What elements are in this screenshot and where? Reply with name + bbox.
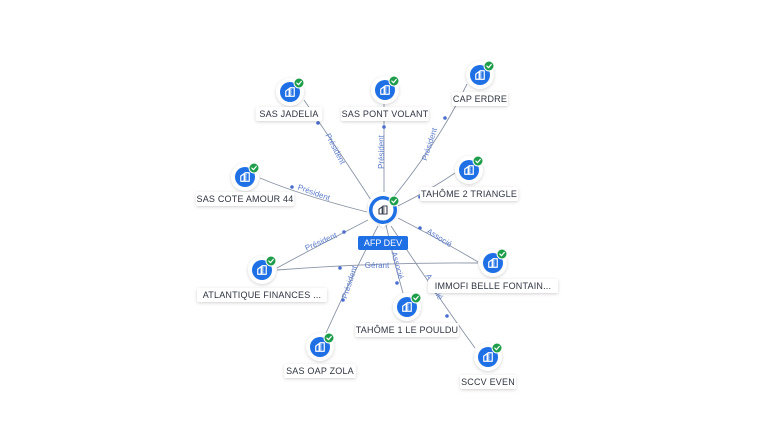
edge-label: Associé bbox=[425, 227, 454, 250]
edge-label: Gérant bbox=[365, 261, 390, 270]
edge-label: Président bbox=[340, 264, 359, 300]
edge-arrow-marker bbox=[290, 185, 294, 189]
node-label: SCCV EVEN bbox=[461, 377, 515, 387]
building-icon bbox=[488, 258, 498, 268]
node-label: SAS JADELIA bbox=[259, 109, 318, 119]
building-icon bbox=[240, 172, 250, 182]
edge-arrow-marker bbox=[443, 116, 447, 120]
node-label-box bbox=[460, 375, 516, 389]
edge-arrow-marker bbox=[445, 314, 449, 318]
verified-check-icon bbox=[388, 195, 400, 207]
verified-check-icon bbox=[472, 155, 484, 167]
edge-arrow-marker bbox=[338, 266, 342, 270]
node-label: SAS COTE AMOUR 44 bbox=[197, 194, 294, 204]
nodes-layer: SAS JADELIA SAS PONT VOLANT CAP ERDRE SAS C… bbox=[195, 60, 558, 390]
building-icon bbox=[402, 302, 412, 312]
building-icon bbox=[475, 70, 485, 80]
node-label-box bbox=[355, 323, 459, 337]
edge-immofi-belle-fontaine: Associé bbox=[397, 217, 479, 263]
node-label-box bbox=[197, 288, 327, 302]
node-label: SAS OAP ZOLA bbox=[286, 366, 354, 376]
edge-tahome-1-le-pouldu: Associé bbox=[385, 224, 406, 294]
center-label-box bbox=[358, 236, 408, 250]
edge-arrow-marker bbox=[341, 298, 345, 302]
node-atlantique-finances[interactable]: ATLANTIQUE FINANCES ... bbox=[197, 255, 327, 303]
node-label: ATLANTIQUE FINANCES ... bbox=[203, 290, 321, 300]
verified-check-icon bbox=[323, 332, 335, 344]
edge-atlantique-finances: Président bbox=[276, 219, 369, 269]
building-icon bbox=[464, 165, 474, 175]
verified-check-icon bbox=[496, 248, 508, 260]
node-label: TAHÔME 2 TRIANGLE bbox=[421, 189, 517, 199]
verified-check-icon bbox=[248, 162, 260, 174]
node-sas-jadelia[interactable]: SAS JADELIA bbox=[255, 77, 323, 122]
node-label: SAS PONT VOLANT bbox=[342, 109, 429, 119]
edge-label: Président bbox=[323, 132, 347, 167]
edge-label: Associé bbox=[389, 251, 405, 281]
verified-check-icon bbox=[491, 342, 503, 354]
edge-atlantique-finances-immofi: Gérant bbox=[276, 261, 479, 271]
node-label-box bbox=[341, 107, 429, 121]
edge-label: Président bbox=[420, 126, 439, 162]
node-sas-pont-volant[interactable]: SAS PONT VOLANT bbox=[341, 75, 429, 122]
node-label: CAP ERDRE bbox=[453, 94, 507, 104]
node-cap-erdre[interactable]: CAP ERDRE bbox=[452, 60, 508, 107]
edge-label: Président bbox=[377, 134, 386, 169]
node-sccv-even[interactable]: SCCV EVEN bbox=[460, 342, 516, 390]
building-icon bbox=[378, 205, 388, 215]
node-label-box bbox=[255, 107, 323, 121]
verified-check-icon bbox=[265, 255, 277, 267]
building-icon bbox=[380, 85, 390, 95]
node-immofi-belle-fontaine[interactable]: IMMOFI BELLE FONTAIN... bbox=[428, 248, 558, 294]
edge-line bbox=[276, 262, 479, 271]
verified-check-icon bbox=[410, 292, 422, 304]
edge-label: Président bbox=[304, 230, 339, 252]
node-tahome-1-le-pouldu[interactable]: TAHÔME 1 LE POULDU bbox=[355, 292, 459, 338]
building-icon bbox=[483, 352, 493, 362]
verified-check-icon bbox=[388, 75, 400, 87]
node-sas-oap-zola[interactable]: SAS OAP ZOLA bbox=[284, 332, 356, 379]
node-sas-cote-amour-44[interactable]: SAS COTE AMOUR 44 bbox=[195, 162, 295, 207]
edge-line bbox=[276, 219, 369, 269]
node-tahome-2-triangle[interactable]: TAHÔME 2 TRIANGLE bbox=[419, 155, 519, 202]
edge-arrow-marker bbox=[395, 281, 399, 285]
edge-arrow-marker bbox=[418, 226, 422, 230]
node-label-box bbox=[419, 187, 519, 201]
node-label: IMMOFI BELLE FONTAIN... bbox=[435, 281, 551, 291]
edge-label: Président bbox=[296, 183, 332, 203]
building-icon bbox=[257, 265, 267, 275]
node-label-box bbox=[195, 192, 295, 206]
edge-arrow-marker bbox=[316, 121, 320, 125]
verified-check-icon bbox=[483, 60, 495, 72]
verified-check-icon bbox=[293, 77, 305, 89]
edge-arrow-marker bbox=[342, 230, 346, 234]
edge-line bbox=[397, 217, 479, 263]
edge-arrow-marker bbox=[382, 125, 386, 129]
building-icon bbox=[285, 87, 295, 97]
edge-line bbox=[259, 177, 368, 213]
node-label-box bbox=[284, 364, 356, 378]
center-node[interactable]: AFP DEV bbox=[358, 191, 408, 250]
center-label: AFP DEV bbox=[364, 238, 402, 248]
node-label: TAHÔME 1 LE POULDU bbox=[356, 325, 458, 335]
node-label-box bbox=[452, 92, 508, 106]
building-icon bbox=[315, 342, 325, 352]
node-label-box bbox=[428, 279, 558, 293]
edge-line bbox=[385, 224, 404, 294]
